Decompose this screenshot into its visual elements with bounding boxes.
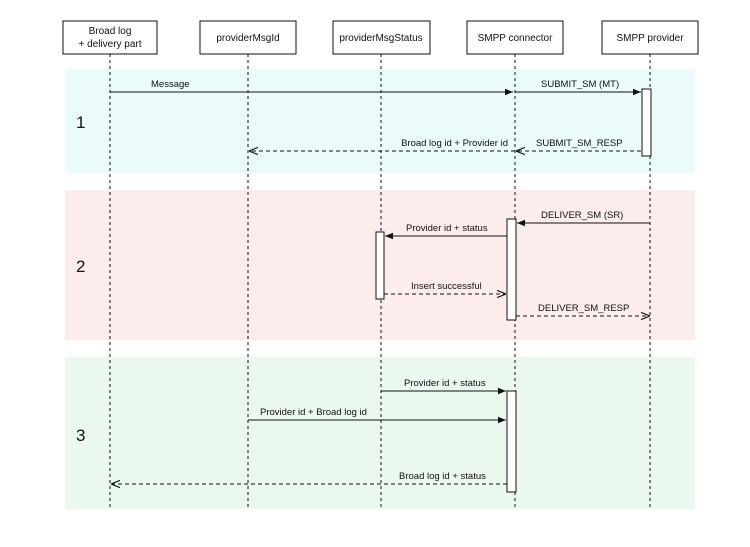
message-label: SUBMIT_SM_RESP	[536, 138, 623, 149]
participant-box	[199, 20, 297, 55]
activations	[375, 88, 652, 493]
activation-smpp-connector-phase-3	[506, 390, 517, 493]
message-label: Provider id + status	[406, 223, 488, 234]
participant-smpp-provider: SMPP provider	[601, 20, 699, 55]
messages: Message SUBMIT_SM (MT) SUBMIT_SM_RESP Br…	[110, 79, 650, 484]
activation-provider-msg-status-phase-2	[375, 231, 385, 300]
participant-box	[62, 20, 158, 55]
participants: Broad log + delivery part providerMsgId …	[62, 20, 699, 55]
participant-broadlog: Broad log + delivery part	[62, 20, 158, 55]
participant-label-line-1: Broad log	[89, 26, 132, 37]
message-label: DELIVER_SM_RESP	[538, 303, 629, 314]
message-2: SUBMIT_SM (MT)	[515, 79, 641, 96]
message-5: DELIVER_SM (SR)	[517, 210, 650, 227]
message-9: Provider id + status	[381, 378, 506, 395]
participant-box	[332, 20, 431, 55]
message-4: Broad log id + Provider id	[249, 138, 515, 151]
phase-band-1	[65, 69, 695, 173]
activation-smpp-connector-phase-2	[506, 218, 517, 321]
message-11: Broad log id + status	[111, 471, 507, 484]
phase-number-3: 3	[76, 426, 85, 445]
phase-number-1: 1	[76, 113, 85, 132]
message-8: DELIVER_SM_RESP	[516, 303, 650, 316]
participant-box	[601, 20, 699, 55]
message-label: DELIVER_SM (SR)	[541, 210, 623, 221]
participant-box	[466, 20, 564, 55]
participant-label: SMPP connector	[478, 33, 554, 44]
participant-label: providerMsgId	[216, 33, 279, 44]
message-label: SUBMIT_SM (MT)	[541, 79, 619, 90]
message-3: SUBMIT_SM_RESP	[516, 138, 641, 151]
participant-label: providerMsgStatus	[339, 33, 422, 44]
phase-band-3	[65, 357, 695, 509]
participant-label-line-2: + delivery part	[78, 39, 141, 50]
participant-smpp-connector: SMPP connector	[466, 20, 564, 55]
message-label: Insert successful	[411, 281, 482, 292]
phase-number-2: 2	[76, 257, 85, 276]
participant-provider-msg-status: providerMsgStatus	[332, 20, 431, 55]
participant-label: SMPP provider	[616, 33, 684, 44]
message-7: Insert successful	[384, 281, 506, 294]
message-label: Provider id + Broad log id	[260, 407, 367, 418]
message-label: Provider id + status	[404, 378, 486, 389]
activation-smpp-provider-phase-1	[641, 88, 652, 157]
message-10: Provider id + Broad log id	[248, 407, 506, 424]
message-6: Provider id + status	[385, 223, 507, 240]
message-1: Message	[110, 79, 513, 96]
phase-numbers: 1 2 3	[76, 113, 85, 445]
message-label: Broad log id + Provider id	[401, 138, 508, 149]
message-label: Broad log id + status	[399, 471, 486, 482]
participant-provider-msg-id: providerMsgId	[199, 20, 297, 55]
message-label: Message	[151, 79, 190, 90]
